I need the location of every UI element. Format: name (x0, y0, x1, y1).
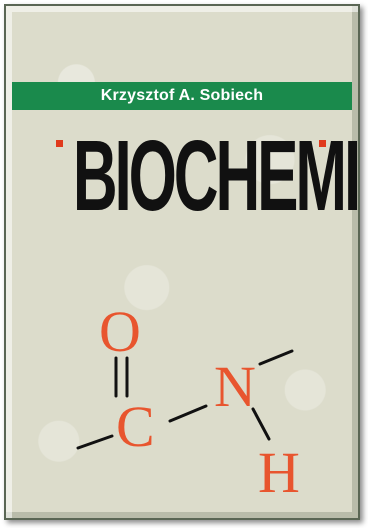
book-cover: Krzysztof A. Sobiech BIOCHEMIA O C N H (4, 4, 360, 520)
atom-nitrogen: N (214, 354, 256, 419)
title-accent-dot-right (319, 140, 326, 147)
bond-n-right (258, 349, 294, 366)
atom-oxygen: O (99, 299, 141, 364)
atom-carbon: C (116, 394, 155, 459)
bond-n-h (251, 407, 271, 441)
atom-hydrogen: H (258, 440, 300, 505)
molecule-diagram: O C N H (76, 299, 300, 505)
author-band: Krzysztof A. Sobiech (12, 82, 352, 110)
author-name: Krzysztof A. Sobiech (100, 87, 264, 104)
book-title: BIOCHEMIA (72, 120, 359, 232)
bond-c-n (168, 404, 208, 423)
bond-c-left (76, 434, 114, 450)
title-accent-dot-left (56, 140, 63, 147)
